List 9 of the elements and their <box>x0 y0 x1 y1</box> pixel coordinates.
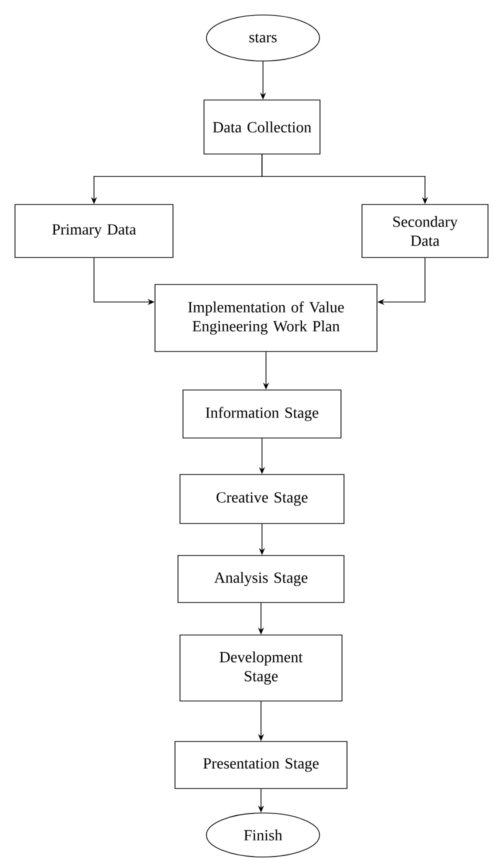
process-box: Implementation of Value Engineering Work Plan <box>154 284 378 352</box>
process-box: Development Stage <box>180 634 342 702</box>
process-box: Primary Data <box>14 204 174 258</box>
process-box: Analysis Stage <box>178 555 344 603</box>
process-box: Creative Stage <box>180 474 344 524</box>
process-box: Data Collection <box>204 100 320 154</box>
process-box: Presentation Stage <box>174 741 348 789</box>
process-box: Secondary Data <box>362 204 488 258</box>
process-box: Information Stage <box>182 390 342 438</box>
